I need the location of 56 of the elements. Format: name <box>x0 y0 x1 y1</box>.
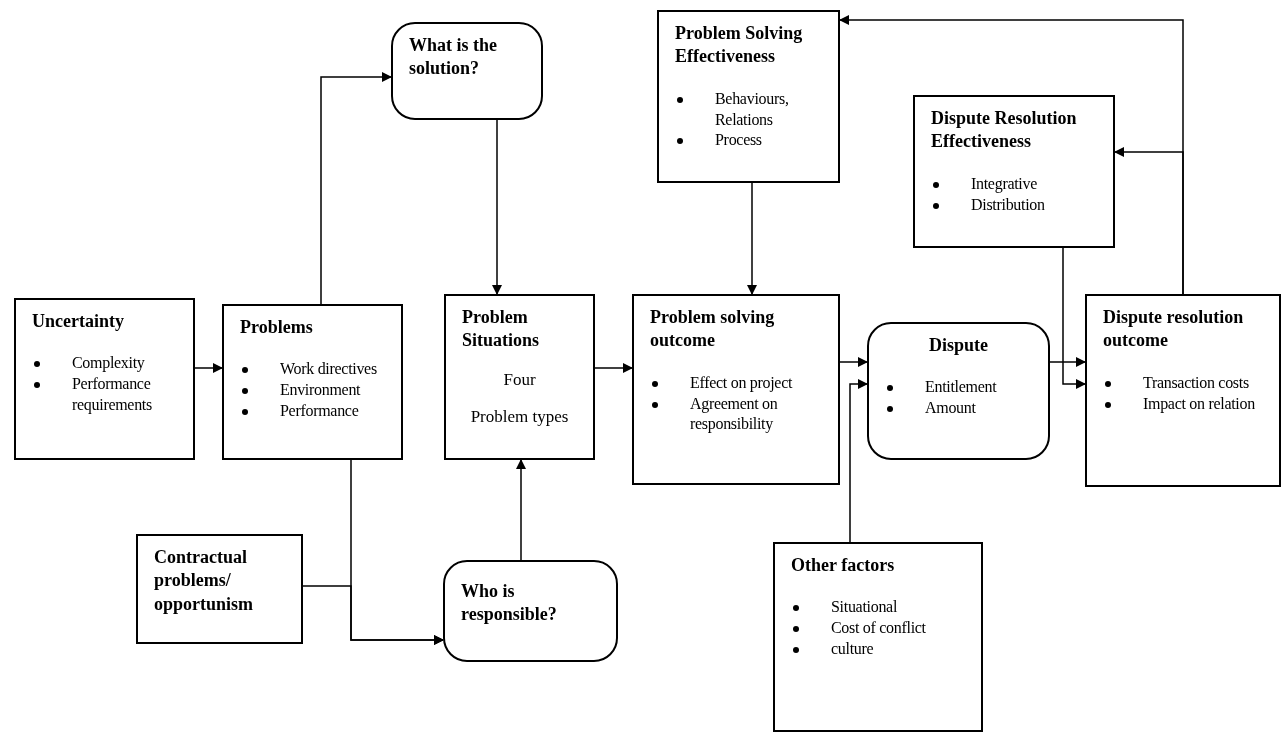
bullet-item: Situational <box>831 598 898 616</box>
process-box <box>136 534 303 644</box>
box-heading: Problem solving outcome <box>650 306 776 353</box>
bullet-item: Work directives <box>280 360 377 378</box>
box-heading: Uncertainty <box>32 310 125 333</box>
bullet-item: Environment <box>280 381 361 399</box>
box-heading: Dispute <box>928 334 989 357</box>
bullet-item: Process <box>715 131 762 149</box>
bullet-item: Distribution <box>971 195 1045 213</box>
bullet-item: Complexity <box>72 354 145 372</box>
bullet-item: Impact on relation <box>1143 394 1255 412</box>
box-heading: What is the solution? <box>409 34 498 81</box>
bullet-item: culture <box>831 640 874 657</box>
bullet-item: Performance requirements <box>72 375 152 413</box>
bullet-item: Transaction costs <box>1143 373 1249 391</box>
box-heading: Problems <box>240 316 314 339</box>
bullet-item: Cost of conflict <box>831 619 926 637</box>
arrow <box>747 182 757 295</box>
box-heading: Dispute resolution outcome <box>1103 306 1245 353</box>
bullet-item: Integrative <box>971 174 1037 192</box>
bullet-item: Amount <box>925 399 976 417</box>
arrow <box>594 363 633 373</box>
box-heading: Problem Solving Effectiveness <box>675 22 804 69</box>
arrow <box>839 357 868 367</box>
process-box <box>14 298 195 460</box>
rounded-box <box>443 560 618 662</box>
arrow <box>302 585 444 645</box>
process-box <box>773 542 983 732</box>
bullet-item: Entitlement <box>925 378 997 396</box>
arrow <box>194 363 223 373</box>
arrow <box>1049 357 1086 367</box>
bullet-item: Performance <box>280 402 359 419</box>
arrow <box>1114 147 1184 295</box>
rounded-box <box>391 22 543 120</box>
box-heading: Dispute Resolution Effectiveness <box>931 107 1078 154</box>
arrow <box>492 119 502 295</box>
arrow <box>516 459 526 561</box>
arrow <box>849 379 868 543</box>
box-heading: Other factors <box>791 554 896 577</box>
bullet-item: Behaviours, Relations <box>715 89 789 128</box>
process-box <box>222 304 403 460</box>
process-box <box>657 10 840 183</box>
box-text: Problem types <box>469 406 570 428</box>
bullet-item: Agreement on responsibility <box>690 394 778 433</box>
process-box <box>632 294 840 485</box>
arrow <box>320 72 392 305</box>
arrow <box>1062 247 1086 389</box>
bullet-item: Effect on project <box>690 373 793 391</box>
process-box <box>1085 294 1281 487</box>
box-heading: Who is responsible? <box>461 580 558 627</box>
process-box <box>913 95 1115 248</box>
process-box <box>444 294 595 460</box>
box-text: Four <box>502 368 537 391</box>
box-heading: Problem Situations <box>462 306 541 353</box>
box-heading: Contractual problems/ opportunism <box>154 546 255 616</box>
rounded-box <box>867 322 1050 460</box>
